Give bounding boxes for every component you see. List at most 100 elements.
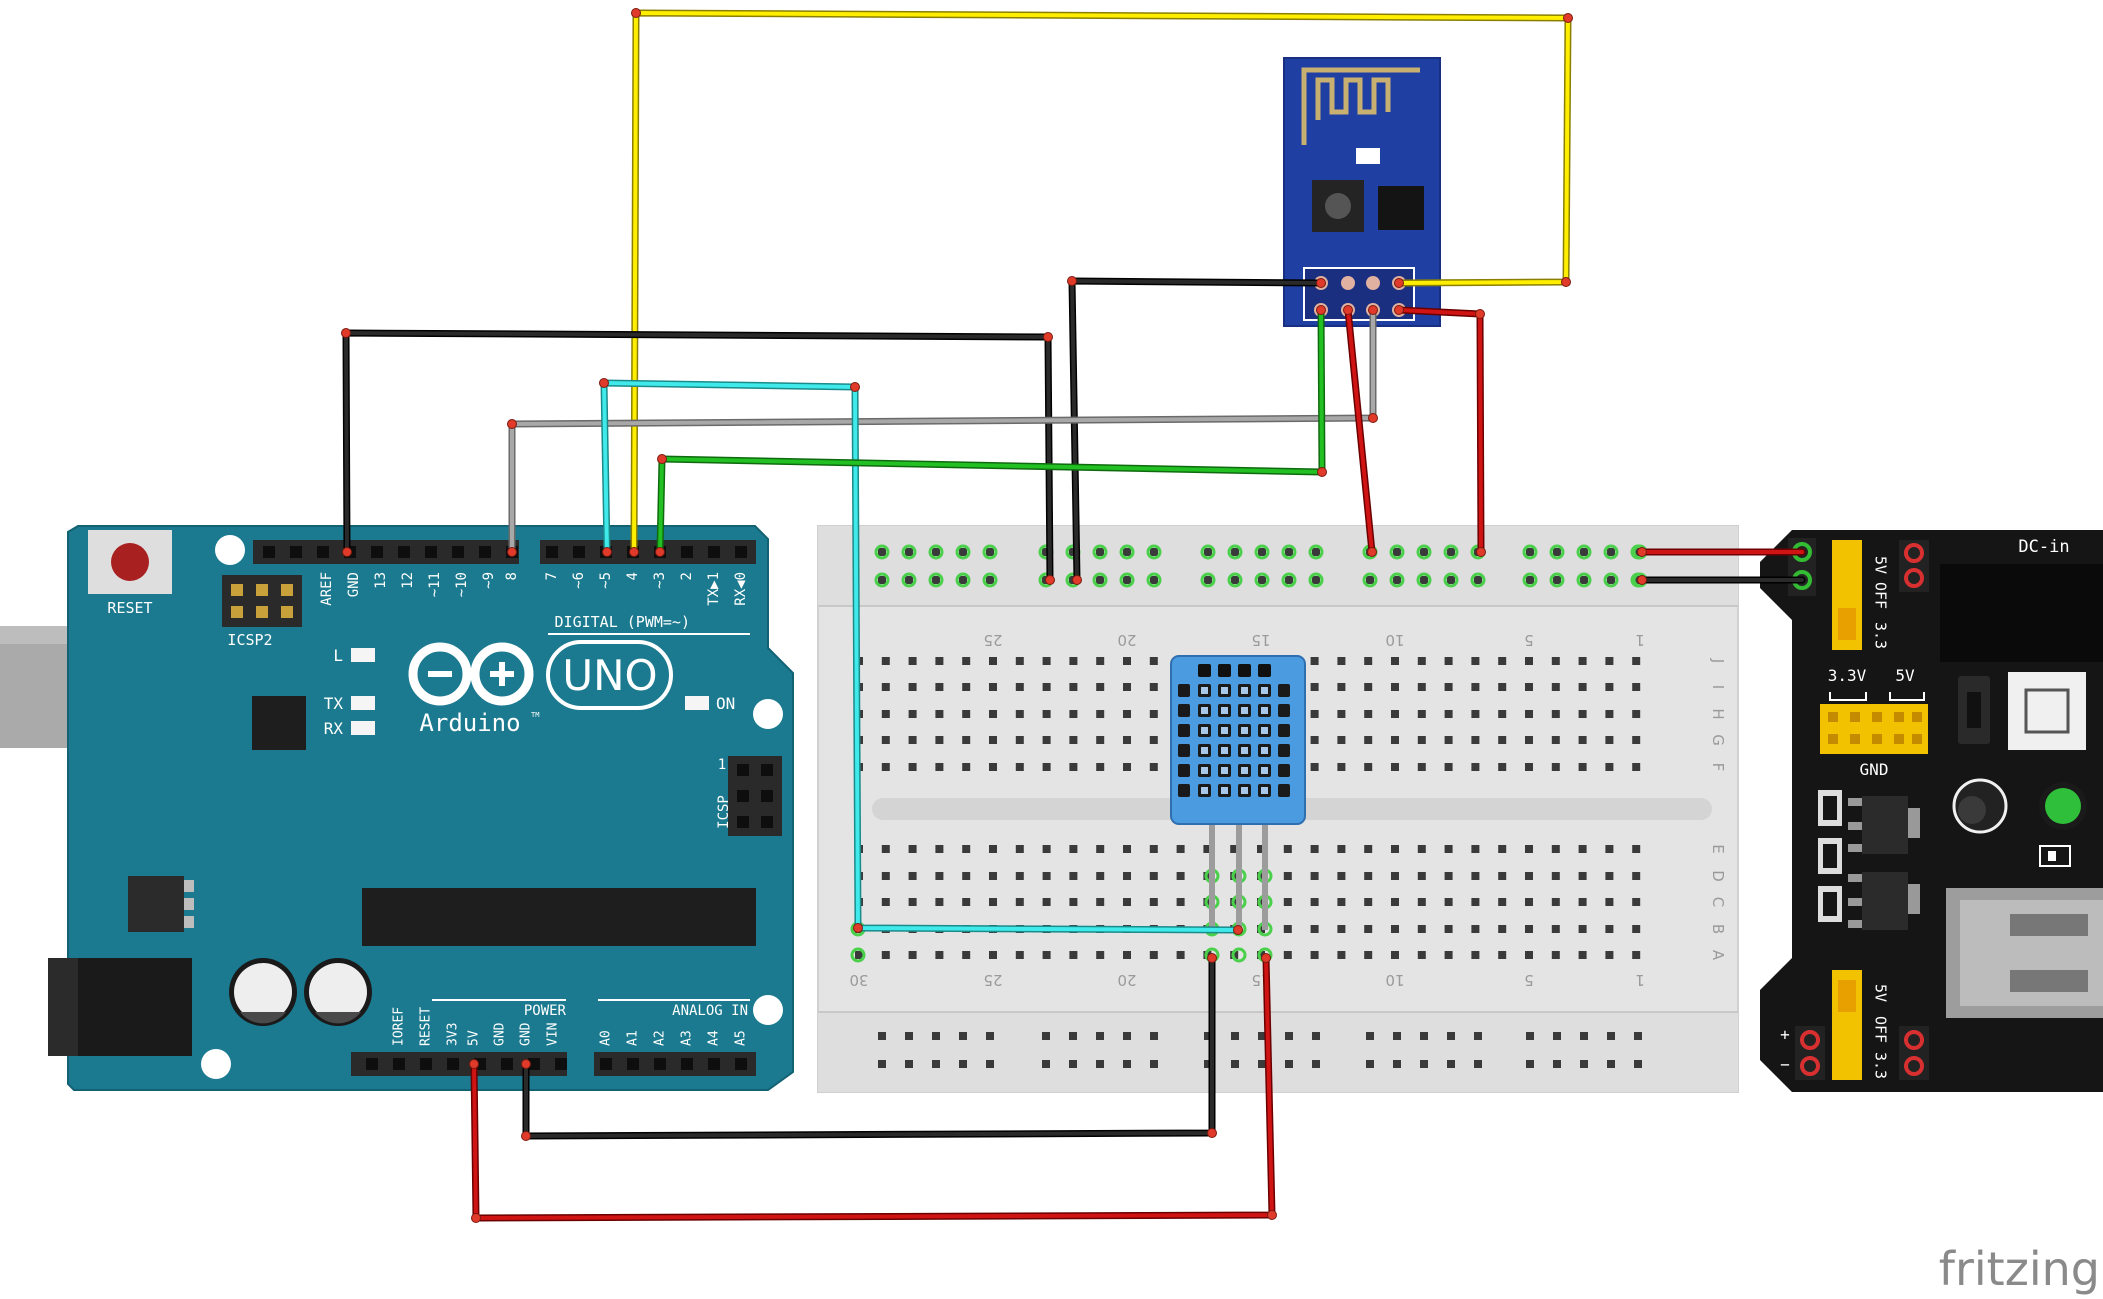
wire-end[interactable] [1367, 547, 1377, 557]
bb-hole [1417, 736, 1426, 744]
bb-row-H: H [1709, 708, 1727, 719]
wire-end[interactable] [631, 8, 641, 18]
bb-col-num-5-bottom: 5 [1524, 971, 1534, 989]
bb-connected-hole [1092, 544, 1108, 560]
bb-hole [1257, 951, 1265, 959]
wire-end[interactable] [599, 378, 609, 388]
wire-end[interactable] [507, 547, 517, 557]
wire-end[interactable] [1072, 575, 1082, 585]
jumper-bottom-33-label: 3.3 [1872, 1052, 1890, 1079]
digital-header-left [253, 540, 519, 564]
pin-label-5v: 5V [467, 1030, 482, 1046]
wire-end[interactable] [602, 547, 612, 557]
bb-hole [1123, 763, 1131, 771]
bb-hole [1525, 925, 1533, 933]
bb-connected-hole [874, 572, 890, 588]
bb-hole [1364, 657, 1373, 665]
bb-rail-hole [1231, 1032, 1239, 1040]
dht-vent [1238, 664, 1251, 677]
wire-end[interactable] [1368, 305, 1378, 315]
bb-connected-hole [1119, 572, 1135, 588]
esp-led [1356, 148, 1380, 164]
bb-hole [855, 951, 863, 959]
bb-rail-hole [1607, 576, 1615, 584]
digital-header-right [540, 540, 756, 564]
dc-in-jack [1940, 564, 2103, 662]
wire-end[interactable] [1343, 305, 1353, 315]
bb-hole [1149, 872, 1158, 880]
wire-end[interactable] [853, 923, 863, 933]
wire-end[interactable] [1043, 332, 1053, 342]
wire-end[interactable] [1394, 278, 1404, 288]
bb-hole [1257, 845, 1265, 853]
power-button[interactable] [2024, 688, 2070, 734]
bb-hole [962, 736, 971, 744]
arduino-uno: RESET ICSP2 [0, 525, 794, 1091]
wire-end[interactable] [1207, 953, 1217, 963]
wire-end[interactable] [1067, 276, 1077, 286]
wire-end[interactable] [850, 382, 860, 392]
wire-end[interactable] [1317, 467, 1327, 477]
wire-end[interactable] [657, 454, 667, 464]
tx-led [351, 696, 375, 710]
wire-end[interactable] [1045, 575, 1055, 585]
pin-label-a3: A3 [680, 1030, 695, 1046]
bb-hole [1498, 925, 1507, 933]
l-led-label: L [333, 646, 343, 665]
wire-end[interactable] [1368, 413, 1378, 423]
bb-rail-hole [1607, 548, 1615, 556]
wire-end[interactable] [1637, 547, 1647, 557]
wire-end[interactable] [1563, 13, 1573, 23]
bb-rail-hole [1042, 548, 1050, 556]
wire-end[interactable] [341, 328, 351, 338]
bb-connected-hole [901, 572, 917, 588]
wire-end[interactable] [521, 1131, 531, 1141]
wire-end[interactable] [1476, 547, 1486, 557]
bb-hole [1578, 736, 1587, 744]
dht-vent [1178, 684, 1190, 697]
bb-rail-hole [905, 548, 913, 556]
bb-hole [1578, 683, 1587, 691]
wire-end[interactable] [629, 547, 639, 557]
wire-end[interactable] [1207, 1128, 1217, 1138]
wire-red-arduino-5v [472, 956, 1274, 1220]
wire-end[interactable] [655, 547, 665, 557]
bb-hole [1149, 845, 1158, 853]
bb-hole [1069, 763, 1078, 771]
wire-end[interactable] [1267, 1210, 1277, 1220]
bb-hole [989, 845, 997, 853]
bb-hole [1123, 657, 1131, 665]
wire-end[interactable] [1637, 575, 1647, 585]
bb-hole [1525, 898, 1533, 906]
wire-end[interactable] [1316, 278, 1326, 288]
bb-hole [1632, 710, 1641, 718]
bb-hole [1364, 763, 1373, 771]
wire-end[interactable] [342, 547, 352, 557]
bb-hole [1257, 898, 1265, 906]
wire-end[interactable] [469, 1059, 479, 1069]
bb-hole [1578, 925, 1587, 933]
wire-end[interactable] [1561, 277, 1571, 287]
wire-end[interactable] [1316, 305, 1326, 315]
wire-end[interactable] [1475, 309, 1485, 319]
bb-rail-hole [1312, 1032, 1320, 1040]
bb-connected-hole [1416, 544, 1432, 560]
wire-end[interactable] [507, 419, 517, 429]
pin-label-aref: AREF [319, 572, 335, 606]
bb-hole [1364, 736, 1373, 744]
bb-hole [935, 710, 944, 718]
wire-end[interactable] [521, 1059, 531, 1069]
wire-end[interactable] [1233, 925, 1243, 935]
bb-hole [1364, 951, 1373, 959]
wire-end[interactable] [471, 1213, 481, 1223]
bb-hole [1364, 872, 1373, 880]
wire-end[interactable] [1261, 953, 1271, 963]
bb-row-F: F [1709, 763, 1727, 772]
mounting-hole [215, 535, 245, 565]
bb-hole [1149, 683, 1158, 691]
bb-hole [1605, 683, 1614, 691]
reset-button-cap[interactable] [111, 543, 149, 581]
wire-end[interactable] [1394, 305, 1404, 315]
bb-hole [935, 845, 944, 853]
bb-rail-hole [1393, 1060, 1401, 1068]
